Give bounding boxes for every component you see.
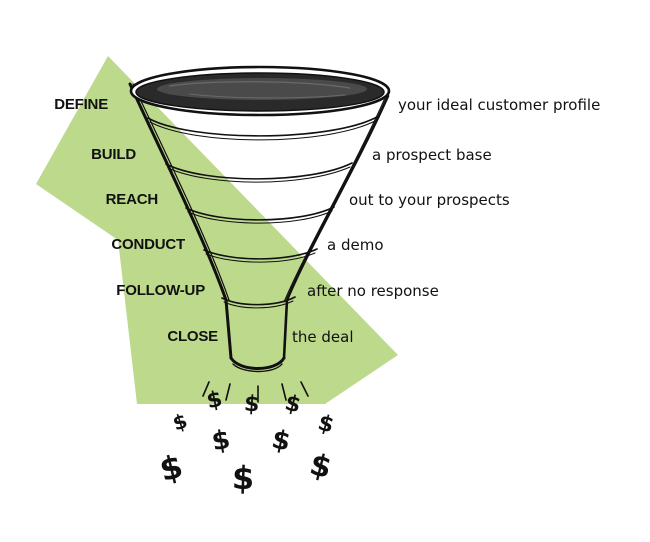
stage-action-follow-up: FOLLOW-UP	[116, 282, 205, 299]
flow-lines	[202, 381, 309, 403]
stage-description-define: your ideal customer profile	[398, 96, 601, 114]
stage-description-follow-up: after no response	[307, 282, 439, 300]
stage-description-reach: out to your prospects	[349, 191, 510, 209]
stage-action-build: BUILD	[91, 146, 136, 163]
stage-description-build: a prospect base	[372, 146, 492, 164]
funnel-body	[128, 65, 391, 373]
dollar-sign-icon: $	[243, 391, 261, 418]
stage-action-close: CLOSE	[167, 328, 218, 345]
dollar-sign-icon: $	[231, 458, 255, 498]
green-highlight-band	[36, 56, 398, 404]
stage-action-reach: REACH	[105, 191, 159, 208]
stage-action-conduct: CONDUCT	[111, 236, 185, 253]
stage-description-conduct: a demo	[327, 236, 384, 254]
stage-action-define: DEFINE	[54, 96, 108, 113]
stage-description-close: the deal	[292, 328, 354, 346]
